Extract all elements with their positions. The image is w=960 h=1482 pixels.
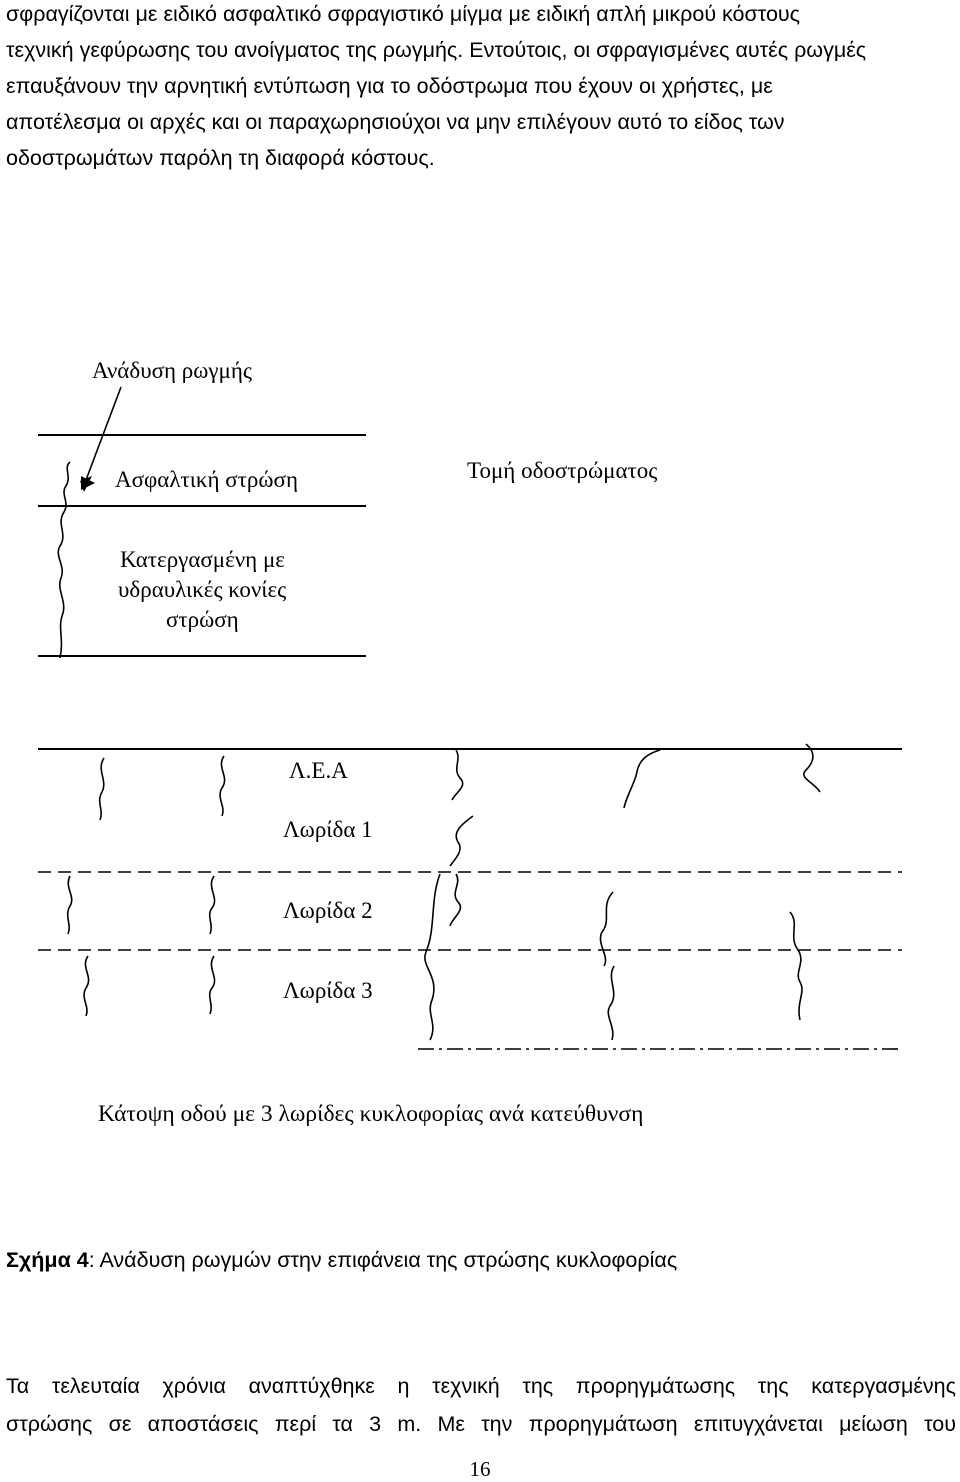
text-line: τεχνική γεφύρωσης του ανοίγματος της ρωγ… <box>6 38 867 62</box>
plan-crack <box>208 955 216 1015</box>
plan-crack <box>599 891 614 967</box>
section-crack <box>57 461 71 659</box>
paragraph-bottom: Τα τελευταία χρόνια αναπτύχθηκε η τεχνικ… <box>6 1367 956 1443</box>
lane-3-label: Λωρίδα 3 <box>283 978 373 1003</box>
crack-pointer-line <box>85 386 122 481</box>
asphalt-layer-label: Ασφαλτική στρώση <box>115 467 298 492</box>
plan-crack <box>451 749 464 801</box>
text-line: αποτέλεσμα οι αρχές και οι παραχωρησιούχ… <box>6 110 785 134</box>
plan-crack <box>623 749 661 809</box>
text-line: στρώσης σε αποστάσεις περί τα 3 m. Με τη… <box>6 1412 956 1436</box>
crack-arrowhead-icon <box>81 476 95 490</box>
plan-crack <box>803 743 821 793</box>
base-layer-label: υδραυλικές κονίες <box>118 577 286 602</box>
plan-crack <box>83 955 90 1017</box>
plan-crack <box>219 755 226 817</box>
text-line: οδοστρωμάτων παρόλη τη διαφορά κόστους. <box>6 146 435 170</box>
base-layer-label: Κατεργασμένη με <box>120 547 285 572</box>
caption-label: Σχήμα 4 <box>6 1248 89 1272</box>
plan-crack <box>424 873 441 1041</box>
figure-caption: Σχήμα 4: Ανάδυση ρωγμών στην επιφάνεια τ… <box>6 1245 677 1275</box>
paragraph-top: σφραγίζονται με ειδικό ασφαλτικό σφραγισ… <box>6 0 956 176</box>
plan-crack <box>66 875 73 935</box>
plan-crack <box>449 873 462 927</box>
base-layer-label: στρώση <box>166 607 239 632</box>
plan-crack <box>789 911 803 1021</box>
plan-crack <box>607 965 615 1041</box>
text-line: Τα τελευταία χρόνια αναπτύχθηκε η τεχνικ… <box>6 1374 956 1398</box>
lane-2-label: Λωρίδα 2 <box>283 898 373 923</box>
section-title: Τομή οδοστρώματος <box>467 458 657 483</box>
plan-crack <box>449 815 474 867</box>
caption-text: : Ανάδυση ρωγμών στην επιφάνεια της στρώ… <box>88 1248 678 1272</box>
page-number: 16 <box>469 1457 491 1481</box>
plan-crack <box>208 875 216 935</box>
lane-1-label: Λωρίδα 1 <box>283 817 373 842</box>
text-line: επαυξάνουν την αρνητική εντύπωση για το … <box>6 74 773 98</box>
shoulder-label: Λ.Ε.Α <box>289 758 348 783</box>
crack-label: Ανάδυση ρωγμής <box>92 358 252 383</box>
plan-title: Κάτοψη οδού με 3 λωρίδες κυκλοφορίας ανά… <box>98 1101 643 1127</box>
crack-diagram: Ανάδυση ρωγμής Ασφαλτική στρώση Τομή οδο… <box>38 358 902 1127</box>
text-line: σφραγίζονται με ειδικό ασφαλτικό σφραγισ… <box>6 2 801 26</box>
plan-crack <box>98 757 105 821</box>
